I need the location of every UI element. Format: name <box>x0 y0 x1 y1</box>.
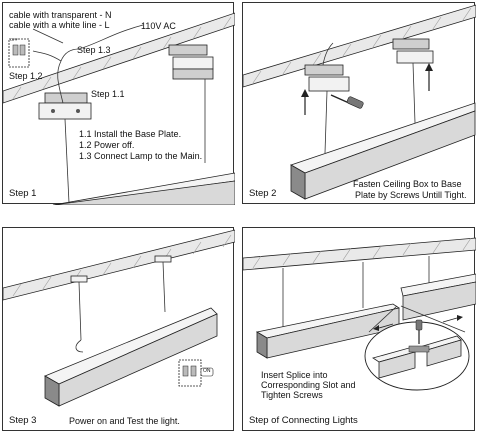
breaker-on-icon <box>178 359 214 387</box>
instruction-4-line-2: Corresponding Slot and <box>261 380 356 390</box>
instruction-2-line-2: Plate by Screws Untill Tight. <box>355 190 467 200</box>
step-2-illustration <box>243 4 476 200</box>
panel-step-4: Insert Splice into Corresponding Slot an… <box>242 227 476 431</box>
linear-lamp <box>52 172 235 205</box>
breaker-on-label: ON <box>203 368 211 374</box>
instruction-4-line-1: Insert Splice into <box>261 370 328 380</box>
instruction-1-1: 1.1 Install the Base Plate. <box>79 129 182 139</box>
callout-wire-n: cable with transparent - N <box>9 10 112 20</box>
instruction-1-2: 1.2 Power off. <box>79 140 135 150</box>
linear-lamp <box>290 102 476 200</box>
breaker-off-icon <box>8 38 30 68</box>
linear-lamp-right <box>400 273 476 321</box>
ceiling <box>243 237 476 271</box>
arrow-up-icon <box>301 63 433 115</box>
ceiling <box>3 12 235 104</box>
label-step-1-2: Step 1.2 <box>9 71 43 81</box>
panel-step-2: Fasten Ceiling Box to Base Plate by Scre… <box>242 2 476 204</box>
step-4-illustration <box>243 237 476 391</box>
instruction-2-line-1: Fasten Ceiling Box to Base <box>353 179 462 189</box>
screwdriver-icon <box>330 94 364 109</box>
ceiling-box-left <box>304 64 350 92</box>
panel-step-3: ON Step 3 Power on and Test the light. <box>2 227 235 431</box>
label-step-1-1: Step 1.1 <box>91 89 125 99</box>
step-2-label: Step 2 <box>249 188 277 199</box>
panel-step-1: cable with transparent - N cable with a … <box>2 2 235 205</box>
ac-wire <box>78 24 144 50</box>
step-1-label: Step 1 <box>9 188 37 199</box>
arrow-right-icon <box>442 315 463 323</box>
breaker-off-label: OFF <box>10 37 18 42</box>
ceiling-mount-right <box>154 255 172 263</box>
instruction-4-line-3: Tighten Screws <box>261 390 323 400</box>
step-1-illustration <box>3 12 235 205</box>
ceiling-box-right <box>392 38 434 64</box>
label-step-1-3: Step 1.3 <box>77 45 111 55</box>
step-3-label: Step 3 <box>9 415 37 426</box>
ceiling-mount-right <box>168 44 214 163</box>
step-3-illustration <box>3 229 235 407</box>
arrow-left-icon <box>373 323 394 331</box>
callout-wire-l: cable with a white line - L <box>9 20 110 30</box>
ceiling-mount-left <box>70 275 88 283</box>
splice-detail-zoom <box>364 305 470 391</box>
instruction-3: Power on and Test the light. <box>69 416 180 426</box>
instruction-1-3: 1.3 Connect Lamp to the Main. <box>79 151 203 161</box>
linear-lamp <box>44 307 218 407</box>
step-4-label: Step of Connecting Lights <box>249 415 358 426</box>
base-plate-left <box>38 92 92 120</box>
linear-lamp-left <box>255 303 400 359</box>
ceiling <box>3 229 235 301</box>
callout-ac: 110V AC <box>141 21 176 31</box>
ceiling <box>243 4 476 88</box>
breaker-wire <box>32 50 62 62</box>
